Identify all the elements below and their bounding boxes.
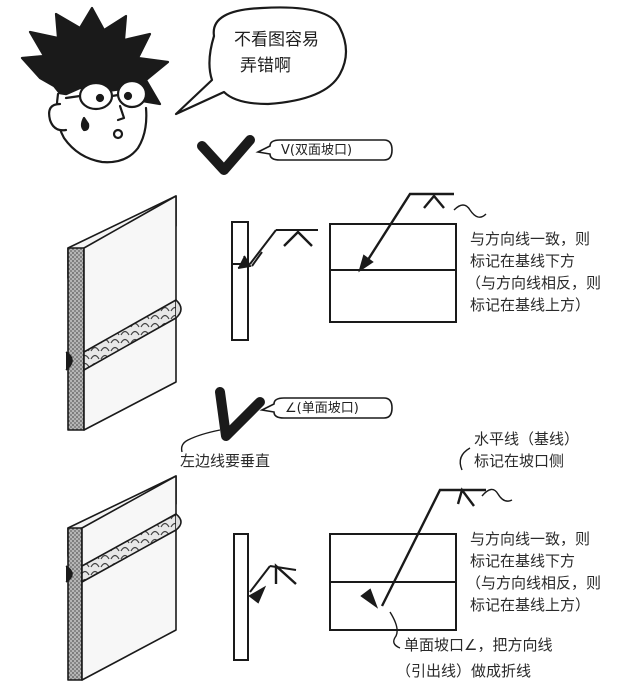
top-note-pointer (453, 204, 487, 218)
baseline-note-pointer (459, 447, 471, 471)
glasses-right-lens (116, 79, 148, 109)
bottom-weld-plate (65, 475, 182, 681)
single-bevel-symbol (215, 387, 265, 441)
glasses-left-lens (78, 81, 114, 111)
speech-bubble-line2: 弄错啊 (240, 56, 291, 76)
baseline-note-line1: 水平线（基线） (474, 430, 580, 448)
bottom-note-line3: （与方向线相反，则 (466, 574, 602, 592)
arrow-note-line2: （引出线）做成折线 (396, 662, 532, 680)
character-mouth (112, 128, 124, 140)
bottom-note-pointer (481, 488, 513, 502)
speech-bubble (174, 6, 348, 116)
speech-bubble-line1: 不看图容易 (234, 30, 319, 50)
top-side-view-symbol (231, 221, 318, 341)
top-joint-box (329, 192, 487, 323)
arrow-note-pointer (389, 611, 401, 649)
v-symbol-label-bracket (255, 139, 393, 161)
bottom-note-line4: 标记在基线上方） (470, 596, 591, 614)
bottom-joint-box (329, 447, 513, 649)
top-note-line2: 标记在基线下方 (470, 252, 576, 270)
top-note-line3: （与方向线相反，则 (466, 274, 602, 292)
single-bevel-label-bracket (259, 397, 393, 419)
arrow-note-line1: 单面坡口∠，把方向线 (404, 636, 553, 654)
bottom-side-view-symbol (233, 533, 297, 661)
single-bevel-label: ∠(单面坡口) (285, 401, 359, 416)
left-vertical-note: 左边线要垂直 (180, 452, 271, 470)
v-symbol (197, 135, 255, 175)
left-note-pointer (180, 429, 221, 453)
top-note-line4: 标记在基线上方） (470, 296, 591, 314)
baseline-note-line2: 标记在坡口侧 (474, 452, 565, 470)
bottom-note-line1: 与方向线一致，则 (470, 530, 591, 548)
top-weld-plate (65, 195, 182, 431)
sweat-drop (80, 116, 90, 132)
bottom-note-line2: 标记在基线下方 (470, 552, 576, 570)
v-symbol-label: V(双面坡口) (281, 143, 353, 158)
cartoon-character (20, 6, 170, 164)
top-note-line1: 与方向线一致，则 (470, 230, 591, 248)
